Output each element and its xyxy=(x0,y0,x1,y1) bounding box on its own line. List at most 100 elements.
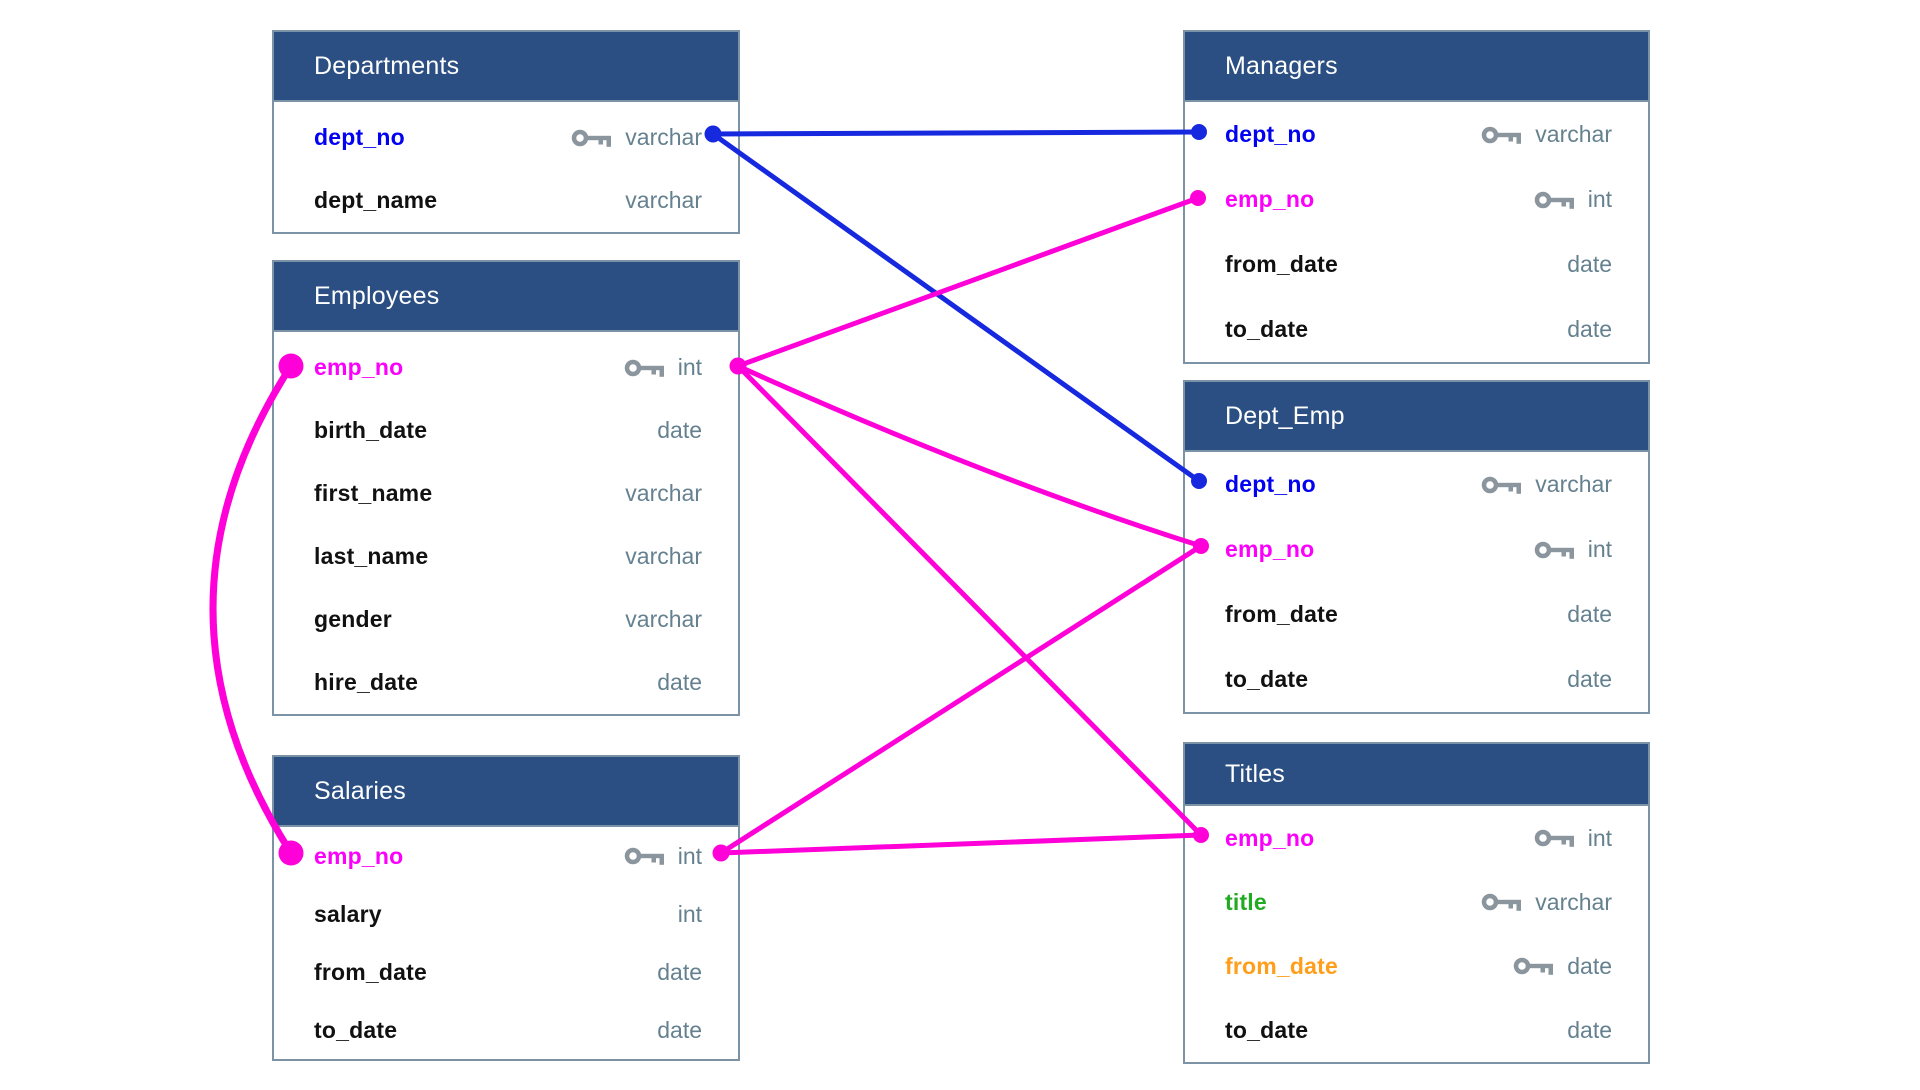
relationship-salaries-emp-no--titles-emp-no xyxy=(718,832,1204,856)
primary-key-icon xyxy=(1534,829,1574,847)
field-type-group: varchar xyxy=(571,124,702,151)
field-type-group: int xyxy=(624,354,702,381)
field-type-label: date xyxy=(1567,601,1612,627)
primary-key-icon xyxy=(572,129,612,147)
table-title: Salaries xyxy=(314,776,406,805)
field-name-label: emp_no xyxy=(1225,186,1315,212)
field-type-label: varchar xyxy=(625,187,702,213)
field-type-label: date xyxy=(657,417,702,443)
table-header[interactable]: Managers xyxy=(1185,32,1648,102)
field-row-to-date[interactable]: to_date date xyxy=(1185,297,1648,362)
field-type-group: date xyxy=(1567,251,1612,278)
field-type-label: date xyxy=(1567,952,1612,979)
field-type-group: date xyxy=(1567,666,1612,693)
field-name-label: emp_no xyxy=(314,354,404,380)
field-name-label: birth_date xyxy=(314,417,428,443)
table-title: Titles xyxy=(1225,759,1286,788)
field-type-label: varchar xyxy=(1535,888,1612,915)
field-type-label: varchar xyxy=(1535,471,1612,497)
relationship-departments-dept-no--managers-dept-no xyxy=(710,129,1202,137)
field-type-label: date xyxy=(657,1016,702,1043)
field-name-label: emp_no xyxy=(1225,824,1315,851)
field-type-group: varchar xyxy=(625,606,702,633)
field-row-emp-no[interactable]: emp_no int xyxy=(1185,806,1648,870)
field-row-emp-no[interactable]: emp_no int xyxy=(1185,167,1648,232)
field-row-first-name[interactable]: first_name varchar xyxy=(274,462,738,525)
field-name-label: gender xyxy=(314,606,392,632)
field-type-group: int xyxy=(1534,186,1612,213)
field-row-title[interactable]: title varchar xyxy=(1185,870,1648,934)
field-type-group: date xyxy=(1567,1017,1612,1044)
field-name-label: first_name xyxy=(314,480,433,506)
field-type-group: varchar xyxy=(1481,471,1612,498)
primary-key-icon xyxy=(624,847,664,865)
table-header[interactable]: Salaries xyxy=(274,757,738,827)
field-row-dept-name[interactable]: dept_name varchar xyxy=(274,169,738,232)
field-type-group: date xyxy=(657,417,702,444)
field-name-label: emp_no xyxy=(1225,536,1315,562)
field-type-label: date xyxy=(657,958,702,985)
field-name-label: hire_date xyxy=(314,669,419,695)
table-header[interactable]: Employees xyxy=(274,262,738,332)
field-type-label: date xyxy=(1567,1016,1612,1043)
field-type-group: date xyxy=(1513,953,1612,980)
field-type-label: int xyxy=(677,900,702,927)
field-type-group: date xyxy=(657,959,702,986)
field-type-label: date xyxy=(1567,251,1612,277)
field-type-group: varchar xyxy=(625,480,702,507)
field-row-to-date[interactable]: to_date date xyxy=(1185,998,1648,1062)
field-row-birth-date[interactable]: birth_date date xyxy=(274,399,738,462)
field-type-label: date xyxy=(1567,316,1612,342)
field-row-emp-no[interactable]: emp_no int xyxy=(274,336,738,399)
field-type-label: date xyxy=(657,669,702,695)
field-name-label: emp_no xyxy=(314,842,404,869)
field-row-dept-no[interactable]: dept_no varchar xyxy=(1185,102,1648,167)
field-row-dept-no[interactable]: dept_no varchar xyxy=(274,106,738,169)
field-row-emp-no[interactable]: emp_no int xyxy=(274,827,738,885)
table-title: Employees xyxy=(314,281,440,310)
field-row-to-date[interactable]: to_date date xyxy=(1185,647,1648,712)
table-header[interactable]: Dept_Emp xyxy=(1185,382,1648,452)
field-type-group: date xyxy=(657,1017,702,1044)
field-name-label: dept_no xyxy=(1225,471,1316,497)
field-type-label: int xyxy=(1587,824,1612,851)
field-type-group: date xyxy=(657,669,702,696)
field-row-from-date[interactable]: from_date date xyxy=(1185,934,1648,998)
field-name-label: to_date xyxy=(1225,666,1309,692)
table-body: dept_no varchar dept_name varchar xyxy=(274,102,738,232)
field-type-group: varchar xyxy=(1481,121,1612,148)
field-name-label: to_date xyxy=(1225,316,1309,342)
field-row-emp-no[interactable]: emp_no int xyxy=(1185,517,1648,582)
field-name-label: dept_no xyxy=(314,124,405,150)
field-row-hire-date[interactable]: hire_date date xyxy=(274,651,738,714)
primary-key-icon xyxy=(1534,541,1574,559)
field-row-dept-no[interactable]: dept_no varchar xyxy=(1185,452,1648,517)
primary-key-icon xyxy=(1482,893,1522,911)
field-name-label: to_date xyxy=(314,1016,398,1043)
field-name-label: to_date xyxy=(1225,1016,1309,1043)
field-type-label: int xyxy=(677,842,702,869)
table-header[interactable]: Titles xyxy=(1185,744,1648,806)
field-type-group: date xyxy=(1567,601,1612,628)
field-row-to-date[interactable]: to_date date xyxy=(274,1001,738,1059)
field-name-label: dept_name xyxy=(314,187,438,213)
field-row-gender[interactable]: gender varchar xyxy=(274,588,738,651)
table-header[interactable]: Departments xyxy=(274,32,738,102)
primary-key-icon xyxy=(1482,476,1522,494)
